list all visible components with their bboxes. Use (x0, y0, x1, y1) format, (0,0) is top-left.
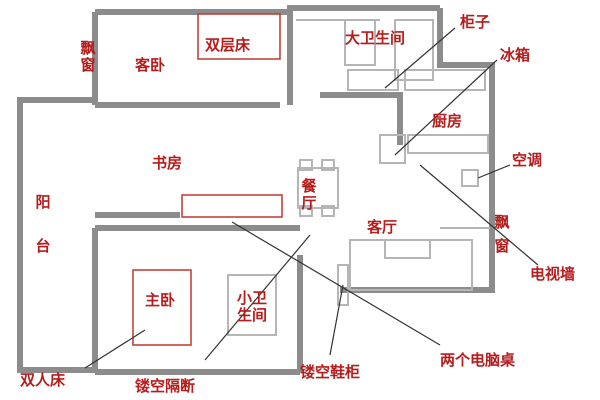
leader-aircon (477, 164, 511, 179)
fridge-label: 冰箱 (500, 46, 531, 64)
partition-label: 镂空隔断 (135, 377, 196, 395)
balcony-label: 阳台 (35, 193, 51, 255)
sofa (349, 239, 473, 291)
wall-balcony (17, 97, 95, 373)
leader-desks (231, 221, 441, 346)
two-desks-label: 两个电脑桌 (440, 351, 516, 369)
study-label: 书房 (152, 154, 183, 172)
aircon-box (461, 169, 479, 187)
kitchen-label: 厨房 (432, 112, 463, 130)
walls (17, 5, 495, 375)
small-bath-box (227, 274, 277, 336)
interior-lines (227, 19, 490, 336)
master-bedroom-label: 主卧 (145, 291, 176, 309)
bay-window-right-label: 飘窗 (494, 213, 510, 255)
bunk-bed-box (197, 13, 281, 60)
bath-fixture (344, 19, 376, 66)
kitchen-counter (404, 69, 486, 91)
leader-double-bed (84, 329, 146, 369)
shoe-cabinet-label: 镂空鞋柜 (300, 363, 361, 381)
chair-3 (299, 205, 313, 217)
wall-top (95, 5, 440, 15)
leader-cabinet (384, 27, 456, 89)
bath-tub (394, 19, 434, 81)
coffee-table (384, 239, 431, 259)
dining-table (297, 167, 339, 209)
leader-partition (204, 234, 311, 361)
desk-box (181, 194, 283, 218)
leader-fridge (394, 59, 498, 156)
dining-label: 餐厅 (301, 177, 317, 212)
wall-bath-bottom (320, 92, 403, 145)
wall-right-lower (340, 170, 495, 293)
wall-kitchen (437, 8, 495, 170)
leader-shoe (329, 284, 344, 356)
bunk-bed-label: 双层床 (205, 36, 251, 54)
double-bed-label: 双人床 (20, 371, 66, 389)
kitchen-wall (407, 134, 489, 154)
aircon-label: 空调 (512, 151, 543, 169)
cabinet-label: 柜子 (460, 13, 491, 31)
bay-window-left-label: 飘窗 (80, 39, 96, 74)
leader-lines (84, 27, 539, 369)
tv-wall-label: 电视墙 (530, 265, 576, 283)
chair-4 (321, 205, 335, 217)
double-bed-box (132, 269, 192, 346)
big-bathroom-label: 大卫生间 (345, 29, 406, 47)
bath-counter (347, 69, 399, 91)
leader-tvwall (419, 164, 539, 266)
chair-1 (299, 159, 313, 171)
small-bathroom-label: 小卫生间 (232, 290, 272, 324)
guest-bedroom-label: 客卧 (135, 56, 166, 74)
small-bathroom-text: 小卫生间 (236, 289, 267, 324)
chair-2 (321, 159, 335, 171)
fridge-box (379, 134, 406, 164)
living-label: 客厅 (367, 218, 398, 236)
